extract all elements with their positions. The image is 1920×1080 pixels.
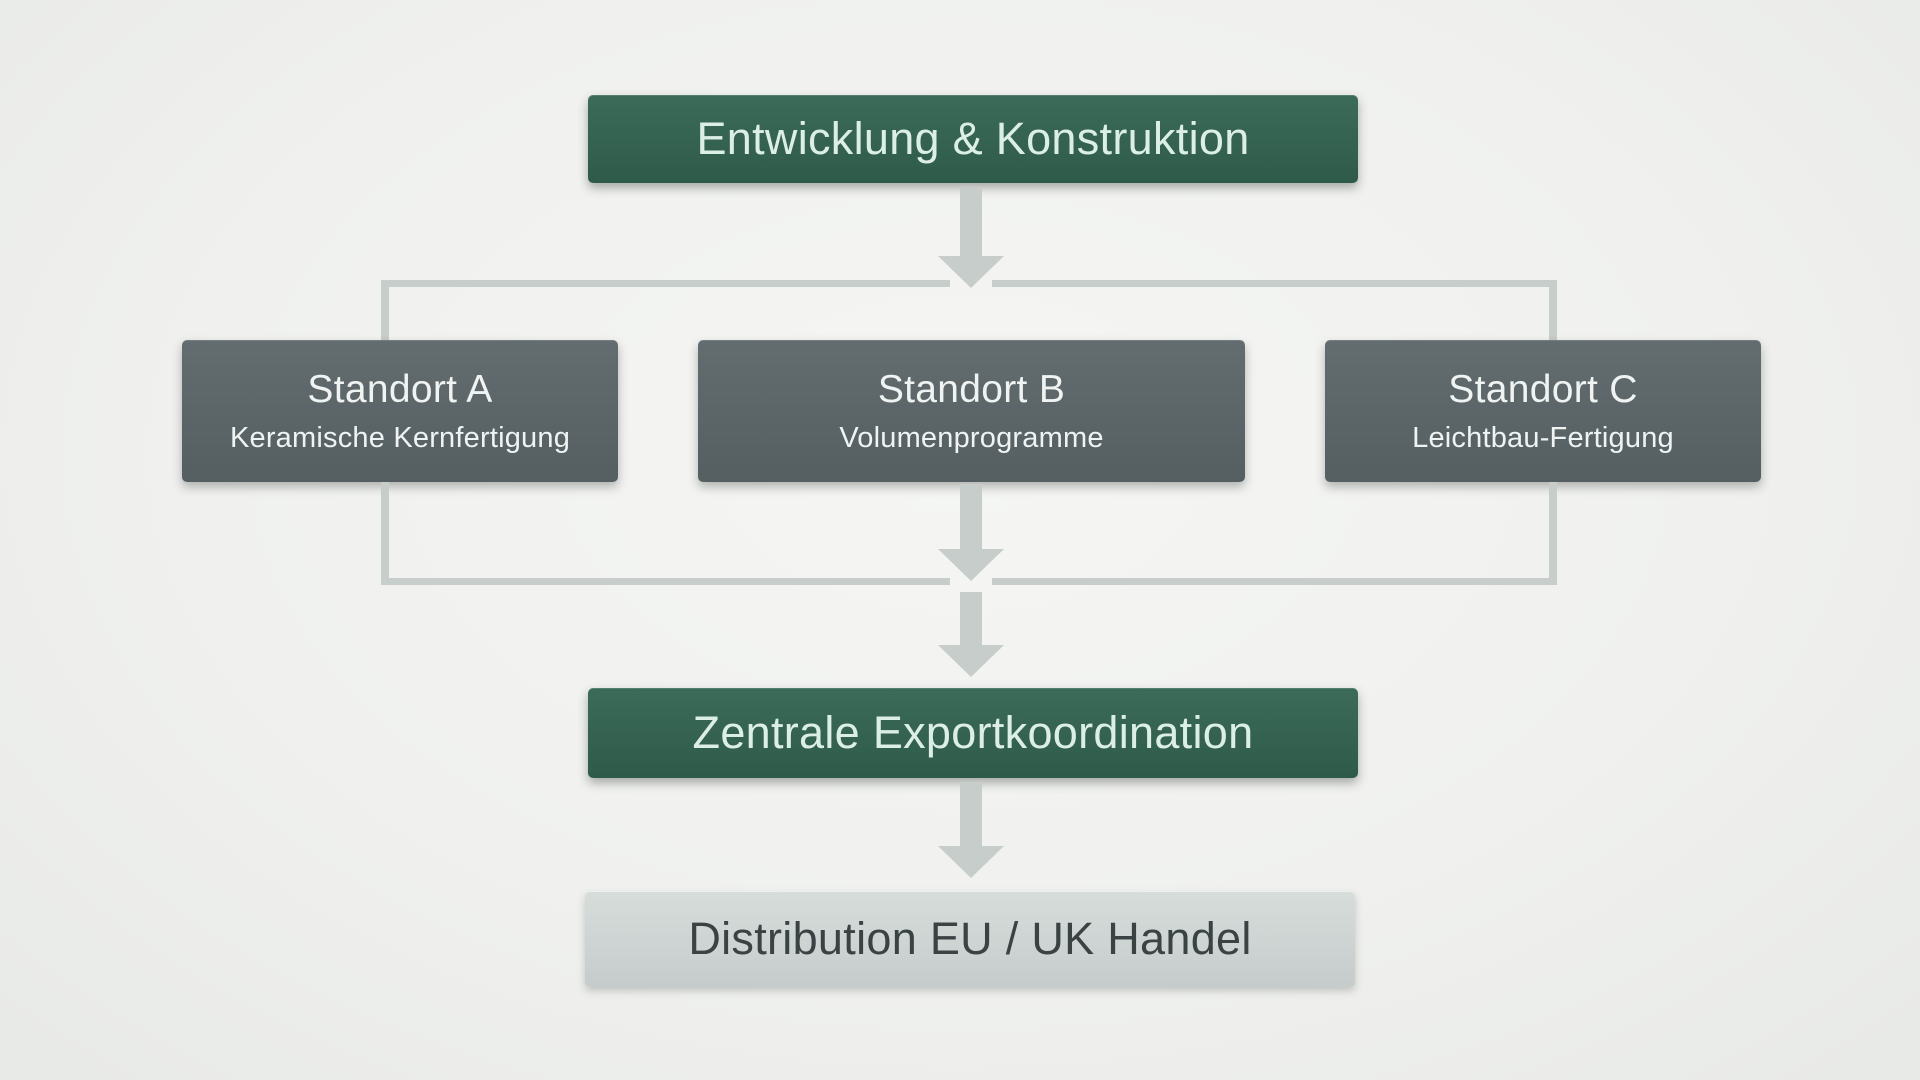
upper-bracket-line	[992, 280, 1557, 287]
development-construction-box: Entwicklung & Konstruktion	[588, 95, 1358, 183]
arrow-shaft	[960, 592, 982, 647]
export-coordination-box: Zentrale Exportkoordination	[588, 688, 1358, 778]
upper-bracket-line	[381, 280, 950, 287]
site-a-box: Standort A Keramische Kernfertigung	[182, 340, 618, 482]
arrow-shaft	[960, 782, 982, 848]
distribution-label: Distribution EU / UK Handel	[688, 913, 1252, 965]
arrow-head	[938, 549, 1004, 581]
site-c-box: Standort C Leichtbau-Fertigung	[1325, 340, 1761, 482]
lower-bracket-line	[381, 578, 950, 585]
site-b-box: Standort B Volumenprogramme	[698, 340, 1245, 482]
site-b-title: Standort B	[877, 368, 1066, 412]
development-construction-label: Entwicklung & Konstruktion	[696, 113, 1250, 165]
distribution-box: Distribution EU / UK Handel	[585, 891, 1355, 987]
down-arrow-icon	[938, 188, 1004, 288]
down-arrow-icon	[938, 484, 1004, 582]
arrow-shaft	[960, 484, 982, 551]
arrow-head	[938, 645, 1004, 677]
site-a-title: Standort A	[307, 368, 493, 412]
arrow-shaft	[960, 188, 982, 258]
down-arrow-icon	[938, 592, 1004, 677]
lower-bracket-line	[992, 578, 1557, 585]
lower-bracket-stub-right	[1549, 482, 1557, 585]
lower-bracket-stub-left	[381, 482, 389, 585]
arrow-head	[938, 846, 1004, 878]
site-b-subtitle: Volumenprogramme	[839, 421, 1104, 454]
down-arrow-icon	[938, 782, 1004, 878]
upper-bracket-stub-right	[1549, 280, 1557, 340]
upper-bracket-stub-left	[381, 280, 389, 340]
site-a-subtitle: Keramische Kernfertigung	[229, 421, 571, 454]
export-coordination-label: Zentrale Exportkoordination	[692, 707, 1254, 759]
site-c-subtitle: Leichtbau-Fertigung	[1412, 421, 1674, 454]
site-c-title: Standort C	[1448, 368, 1638, 412]
